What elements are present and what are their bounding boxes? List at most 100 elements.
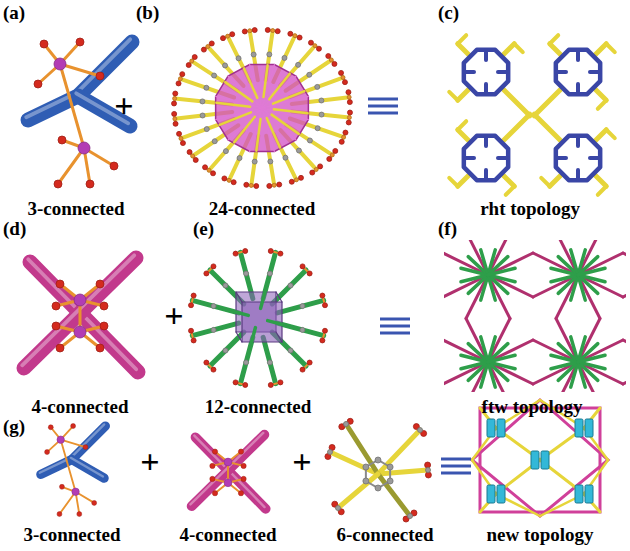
atom-ball <box>223 149 228 154</box>
rht-ring <box>464 50 508 94</box>
atom-ball <box>267 360 272 365</box>
atom-ball <box>316 46 321 51</box>
atom-ball <box>210 476 215 481</box>
atom-ball <box>172 101 177 106</box>
atom-ball <box>203 165 208 170</box>
bond-stick <box>595 89 606 100</box>
plus-sign: + <box>140 442 159 481</box>
panel-letter: (e) <box>193 218 214 240</box>
atom-ball <box>313 44 317 48</box>
atom-ball <box>236 56 241 61</box>
cluster-block <box>585 485 593 503</box>
bond-stick <box>229 310 248 315</box>
bond-stick <box>488 275 495 300</box>
cluster-block <box>497 419 505 437</box>
rht-ring <box>464 136 508 180</box>
panel-letter: (b) <box>136 2 159 24</box>
bond-stick <box>192 323 238 335</box>
atom-ball <box>267 183 272 188</box>
bond-stick <box>484 136 488 146</box>
atom-ball <box>268 159 273 164</box>
atom-ball <box>179 136 183 140</box>
atom-ball <box>211 304 216 309</box>
atom-ball <box>204 360 209 365</box>
bond-stick <box>534 89 561 116</box>
atom-ball <box>86 180 94 188</box>
bond-stick <box>550 44 561 55</box>
atom-ball <box>52 302 60 310</box>
atom-ball <box>307 271 312 276</box>
bond-stick <box>276 292 282 302</box>
bond-stick <box>61 440 76 492</box>
atom-ball <box>180 141 185 146</box>
atom-ball <box>204 85 209 90</box>
atom-ball <box>96 344 104 352</box>
atom-ball <box>244 271 249 276</box>
atom-ball <box>233 251 238 256</box>
atom-ball <box>298 175 303 180</box>
atom-ball <box>387 478 393 484</box>
bond-stick <box>550 175 561 186</box>
atom-ball <box>78 142 90 154</box>
twelve-connected-cage <box>189 249 328 388</box>
four-connected-sbu <box>190 433 265 509</box>
bond-stick <box>269 74 289 100</box>
atom-ball <box>76 38 84 46</box>
atom-ball <box>300 367 305 372</box>
atom-ball <box>238 491 243 496</box>
caption-label: rht topology <box>480 198 580 220</box>
caption-label: 4-connected <box>179 524 276 546</box>
new-topology-net <box>472 400 608 516</box>
atom-ball <box>347 116 351 120</box>
atom-ball <box>176 81 181 86</box>
atom-ball <box>173 117 177 121</box>
plus-sign: + <box>292 442 311 481</box>
cluster-block <box>487 419 495 437</box>
atom-ball <box>96 72 104 80</box>
bond-stick <box>578 355 605 362</box>
atom-ball <box>48 425 53 430</box>
caption-label: 4-connected <box>31 396 128 418</box>
tube-highlight <box>40 424 104 472</box>
benzene-ring <box>366 460 390 488</box>
bond-stick <box>576 50 580 60</box>
atom-ball <box>329 58 333 62</box>
bond-stick <box>210 332 244 366</box>
atom-ball <box>56 280 64 288</box>
caption-label: 3-connected <box>27 198 124 220</box>
atom-ball <box>288 31 293 36</box>
atom-ball <box>268 249 273 254</box>
atom-ball <box>300 264 305 269</box>
bond-stick <box>498 70 508 74</box>
atom-ball <box>223 348 228 353</box>
bond-stick <box>273 91 304 104</box>
bond-stick <box>236 292 242 302</box>
cluster-block <box>575 485 583 503</box>
atom-ball <box>52 322 60 330</box>
atom-ball <box>223 63 228 68</box>
atom-ball <box>56 344 64 352</box>
atom-ball <box>271 29 275 33</box>
equivalence-bar <box>368 98 398 101</box>
caption-label: 12-connected <box>205 396 312 418</box>
atom-ball <box>244 182 249 187</box>
ftw-net <box>444 240 626 392</box>
atom-ball <box>297 35 302 40</box>
atom-ball <box>333 148 338 153</box>
atom-ball <box>173 121 178 126</box>
atom-ball <box>300 304 305 309</box>
atom-ball <box>59 484 64 489</box>
atom-ball <box>426 468 431 473</box>
atom-ball <box>363 464 369 470</box>
atom-ball <box>244 360 249 365</box>
atom-ball <box>40 40 48 48</box>
equivalence-bar <box>380 325 410 328</box>
tube-highlight <box>71 458 103 477</box>
bond-stick <box>590 70 600 74</box>
atom-ball <box>254 184 259 189</box>
atom-ball <box>211 327 216 332</box>
atom-ball <box>230 32 235 37</box>
bond-stick <box>268 321 287 326</box>
